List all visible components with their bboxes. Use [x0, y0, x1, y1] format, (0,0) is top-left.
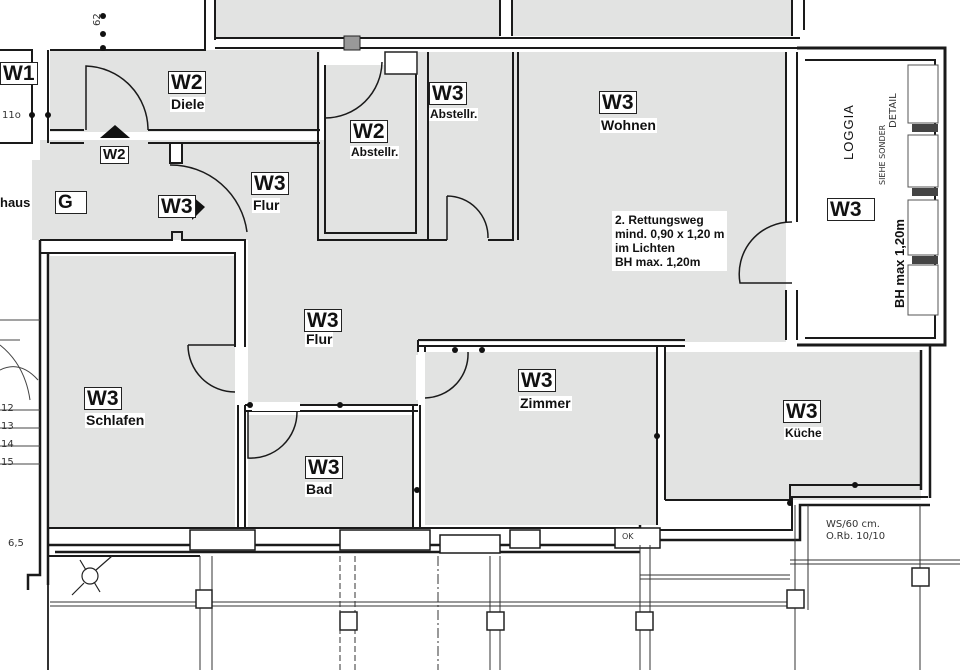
chimney-shaft	[343, 35, 361, 51]
dimension-62: 62	[92, 13, 103, 26]
loggia-siehe-note: SIEHE SONDER	[878, 124, 887, 185]
stair-step-14: 14	[1, 439, 14, 450]
entrance-code-w3: W3	[158, 195, 196, 218]
room-code-loggia: W3	[827, 198, 875, 221]
escape-route-note: 2. Rettungsweg mind. 0,90 x 1,20 m im Li…	[612, 211, 728, 271]
room-code-schlafen: W3	[84, 387, 122, 410]
room-code-kueche: W3	[783, 400, 821, 423]
room-name-abstell-w3: Abstellr.	[429, 107, 479, 121]
entrance-arrow-up	[100, 125, 130, 138]
loggia-vents	[912, 124, 938, 264]
room-name-schlafen: Schlafen	[85, 412, 146, 428]
room-code-bad: W3	[305, 456, 343, 479]
room-code-diele: W2	[168, 71, 206, 94]
room-code-abstell-w2: W2	[350, 120, 388, 143]
dimension-110: 11o	[2, 110, 21, 121]
loggia-height-note: BH max 1,20m	[892, 219, 907, 308]
annotation-ok: OK	[622, 532, 634, 541]
room-name-flur-mid: Flur	[305, 331, 334, 347]
room-code-flur-mid: W3	[304, 309, 342, 332]
stair-step-13: 13	[1, 421, 14, 432]
facade-windows	[189, 527, 661, 554]
room-name-diele: Diele	[170, 96, 206, 112]
room-name-flur-top: Flur	[252, 197, 281, 213]
entrance-code-w2: W2	[100, 146, 129, 164]
stairwell-label: haus	[0, 195, 31, 210]
heating-unit	[384, 51, 418, 75]
annotation-ws: WS/60 cm.	[826, 519, 880, 530]
room-code-w1: W1	[0, 62, 38, 85]
room-name-zimmer: Zimmer	[519, 395, 572, 411]
room-code-abstell-w3: W3	[429, 82, 467, 105]
wall-dots	[29, 13, 858, 506]
room-code-zimmer: W3	[518, 369, 556, 392]
room-name-loggia: LOGGIA	[841, 104, 856, 160]
room-name-wohnen: Wohnen	[600, 117, 657, 133]
room-name-bad: Bad	[305, 481, 334, 497]
staircase	[0, 319, 40, 465]
room-code-wohnen: W3	[599, 91, 637, 114]
room-code-flur-top: W3	[251, 172, 289, 195]
exterior-light-symbol	[71, 555, 113, 596]
room-name-abstell-w2: Abstellr.	[350, 145, 400, 159]
loggia-windows	[907, 64, 939, 316]
loggia-detail-note: DETAIL	[888, 93, 899, 128]
doors	[85, 61, 793, 459]
room-code-g: G	[55, 191, 87, 214]
dimension-65: 6,5	[8, 538, 24, 549]
room-name-kueche: Küche	[784, 426, 823, 440]
terrace-posts	[195, 567, 930, 631]
annotation-ob: O.Rb. 10/10	[826, 531, 886, 542]
stair-step-15: 15	[1, 457, 14, 468]
room-fills	[32, 0, 921, 528]
stair-step-12: 12	[1, 403, 14, 414]
door-openings	[235, 348, 425, 411]
